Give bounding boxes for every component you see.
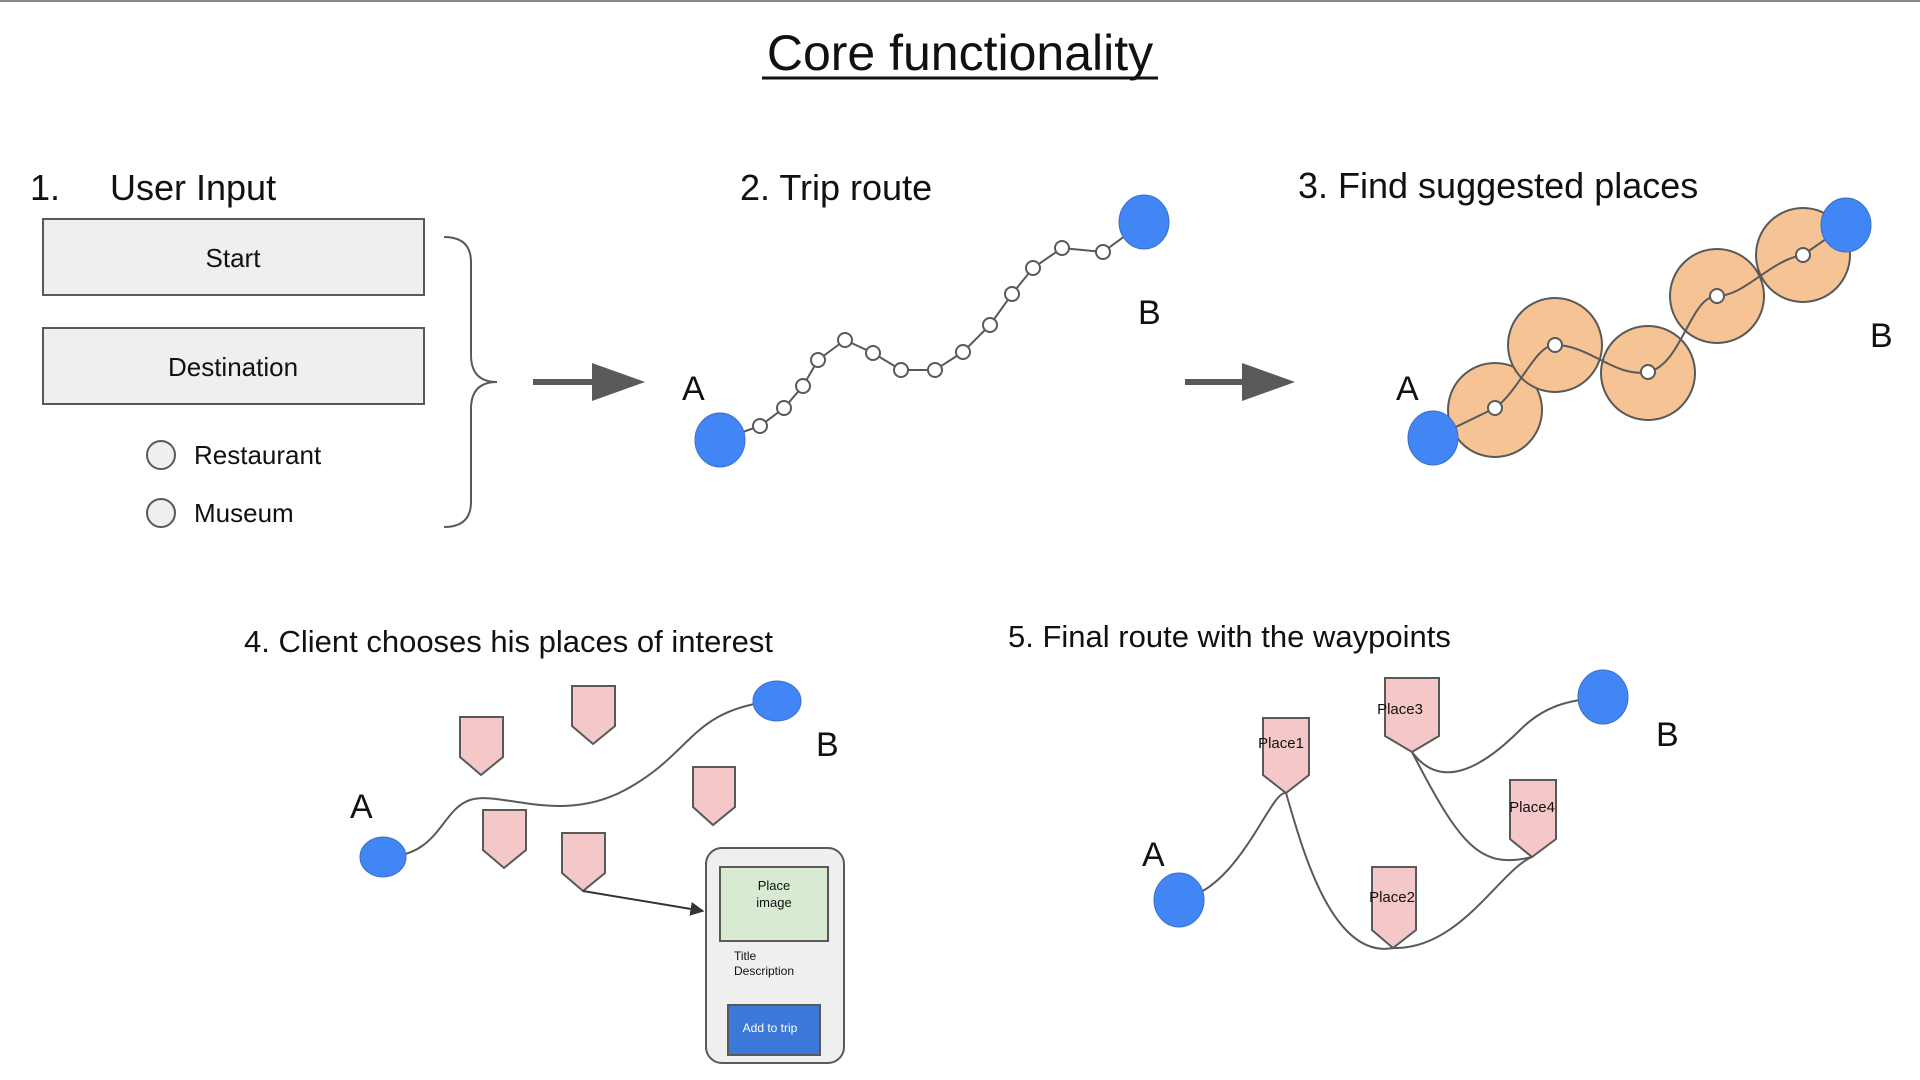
location-pin-icon[interactable]	[1262, 717, 1310, 795]
step5-label-a: A	[1142, 836, 1165, 874]
step2-end-point	[1118, 194, 1170, 250]
place-marker-icon[interactable]	[692, 766, 736, 827]
place-image-label-line2: image	[756, 895, 791, 910]
place-marker-icon[interactable]	[571, 685, 616, 746]
location-pin-icon[interactable]	[1371, 866, 1417, 950]
restaurant-option[interactable]: Restaurant	[146, 440, 322, 470]
step4-place-markers	[459, 685, 736, 893]
page-title: Core functionality	[767, 25, 1153, 81]
step5-start-point	[1153, 872, 1205, 928]
step3-title: 3. Find suggested places	[1298, 165, 1698, 206]
step3-label-b: B	[1870, 317, 1893, 355]
step5-final-route: 5. Final route with the waypoints Place1…	[1008, 619, 1679, 950]
start-field-label: Start	[206, 243, 262, 273]
step2-label-a: A	[682, 370, 705, 408]
step4-start-point	[359, 836, 407, 878]
step3-search-areas	[1447, 207, 1851, 458]
step3-area-centers	[1487, 247, 1811, 416]
step2-start-point	[694, 412, 746, 468]
step2-label-b: B	[1138, 294, 1161, 332]
destination-field[interactable]: Destination	[42, 327, 425, 405]
place3-label: Place3	[1377, 701, 1423, 718]
right-arrow-icon	[533, 363, 645, 401]
place-marker-icon[interactable]	[459, 716, 504, 777]
step1-title: User Input	[110, 167, 276, 208]
step5-route-segment	[1411, 696, 1604, 774]
right-arrow-icon	[1185, 363, 1295, 401]
place-card-title: Title	[734, 949, 757, 963]
place-image	[719, 866, 829, 942]
place-card-description: Description	[734, 964, 794, 978]
step3-start-point	[1407, 410, 1459, 466]
add-to-trip-label: Add to trip	[743, 1021, 798, 1035]
step4-label-a: A	[350, 788, 373, 826]
place4-label: Place4	[1509, 799, 1555, 816]
museum-option[interactable]: Museum	[146, 498, 294, 528]
add-to-trip-button[interactable]: Add to trip	[727, 1004, 821, 1056]
step5-end-point	[1577, 669, 1629, 725]
step5-route-segment	[1285, 792, 1394, 950]
place-image-label-line1: Place	[758, 878, 791, 893]
place-marker-icon[interactable]	[561, 832, 606, 893]
step1-user-input: 1. User Input Start Destination Restaura…	[30, 167, 498, 528]
step1-number: 1.	[30, 167, 60, 208]
step4-end-point	[752, 680, 802, 722]
place-details-pointer	[582, 890, 705, 916]
place-marker-icon[interactable]	[482, 809, 527, 870]
destination-field-label: Destination	[168, 352, 298, 382]
step2-route-line	[719, 221, 1145, 441]
step4-route-line	[382, 702, 761, 858]
step5-title: 5. Final route with the waypoints	[1008, 619, 1451, 654]
restaurant-label: Restaurant	[194, 440, 322, 470]
step5-route-segment	[1392, 856, 1533, 950]
step3-label-a: A	[1396, 370, 1419, 408]
step5-route-segment	[1411, 751, 1533, 862]
curly-brace-icon	[443, 236, 498, 528]
step4-title: 4. Client chooses his places of interest	[244, 624, 773, 659]
step4-choose-places: 4. Client chooses his places of interest…	[244, 624, 845, 1064]
place2-label: Place2	[1369, 889, 1415, 906]
step3-end-point	[1820, 197, 1872, 253]
step4-label-b: B	[816, 726, 839, 764]
location-pin-icon[interactable]	[1384, 677, 1440, 754]
step5-place-markers	[1262, 677, 1557, 950]
step2-trip-route: 2. Trip route A B	[682, 167, 1170, 468]
location-pin-icon[interactable]	[1509, 779, 1557, 859]
start-field[interactable]: Start	[42, 218, 425, 296]
step2-route-waypoints	[752, 240, 1111, 434]
museum-radio[interactable]	[146, 498, 176, 528]
place1-label: Place1	[1258, 735, 1304, 752]
museum-label: Museum	[194, 498, 294, 528]
step5-label-b: B	[1656, 716, 1679, 754]
place-details-card: Place image Title Description Add to tri…	[705, 847, 845, 1064]
restaurant-radio[interactable]	[146, 440, 176, 470]
step2-title: 2. Trip route	[740, 167, 932, 208]
step3-suggested-places: 3. Find suggested places A B	[1298, 165, 1893, 466]
